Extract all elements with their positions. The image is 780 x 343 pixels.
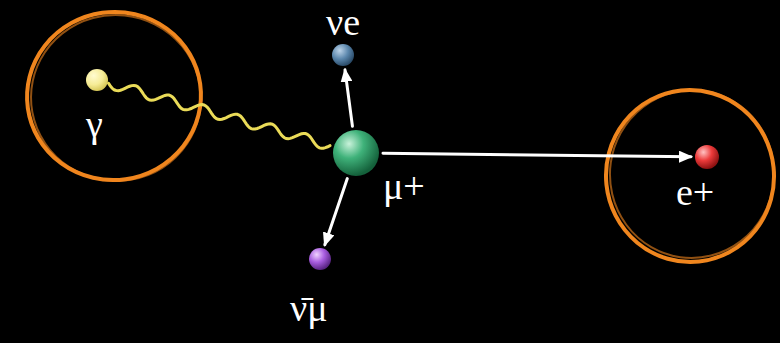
momentum-arrow (345, 70, 352, 126)
particle-label: νe (326, 2, 360, 42)
particle-symbol (86, 69, 108, 91)
particle-label: μ+ (383, 166, 425, 206)
neutrino-sphere: νe (332, 44, 354, 66)
momentum-arrow (383, 153, 691, 157)
orange-ring (597, 79, 780, 270)
particle-symbol (695, 145, 719, 169)
particle-label: ν̄μ (290, 288, 328, 328)
muon-sphere: μ+ (333, 130, 379, 176)
particle-symbol (332, 44, 354, 66)
positron-sphere: e+ (695, 145, 719, 169)
orange-ring (16, 1, 212, 192)
particle-label: e+ (676, 172, 714, 212)
particle-label: γ (86, 104, 103, 144)
antineutrino-sphere: ν̄μ (309, 248, 331, 270)
particle-symbol (333, 130, 379, 176)
momentum-arrow (325, 179, 347, 245)
photon-dot: γ (86, 69, 108, 91)
particle-symbol (309, 248, 331, 270)
photon-wave (109, 83, 330, 148)
